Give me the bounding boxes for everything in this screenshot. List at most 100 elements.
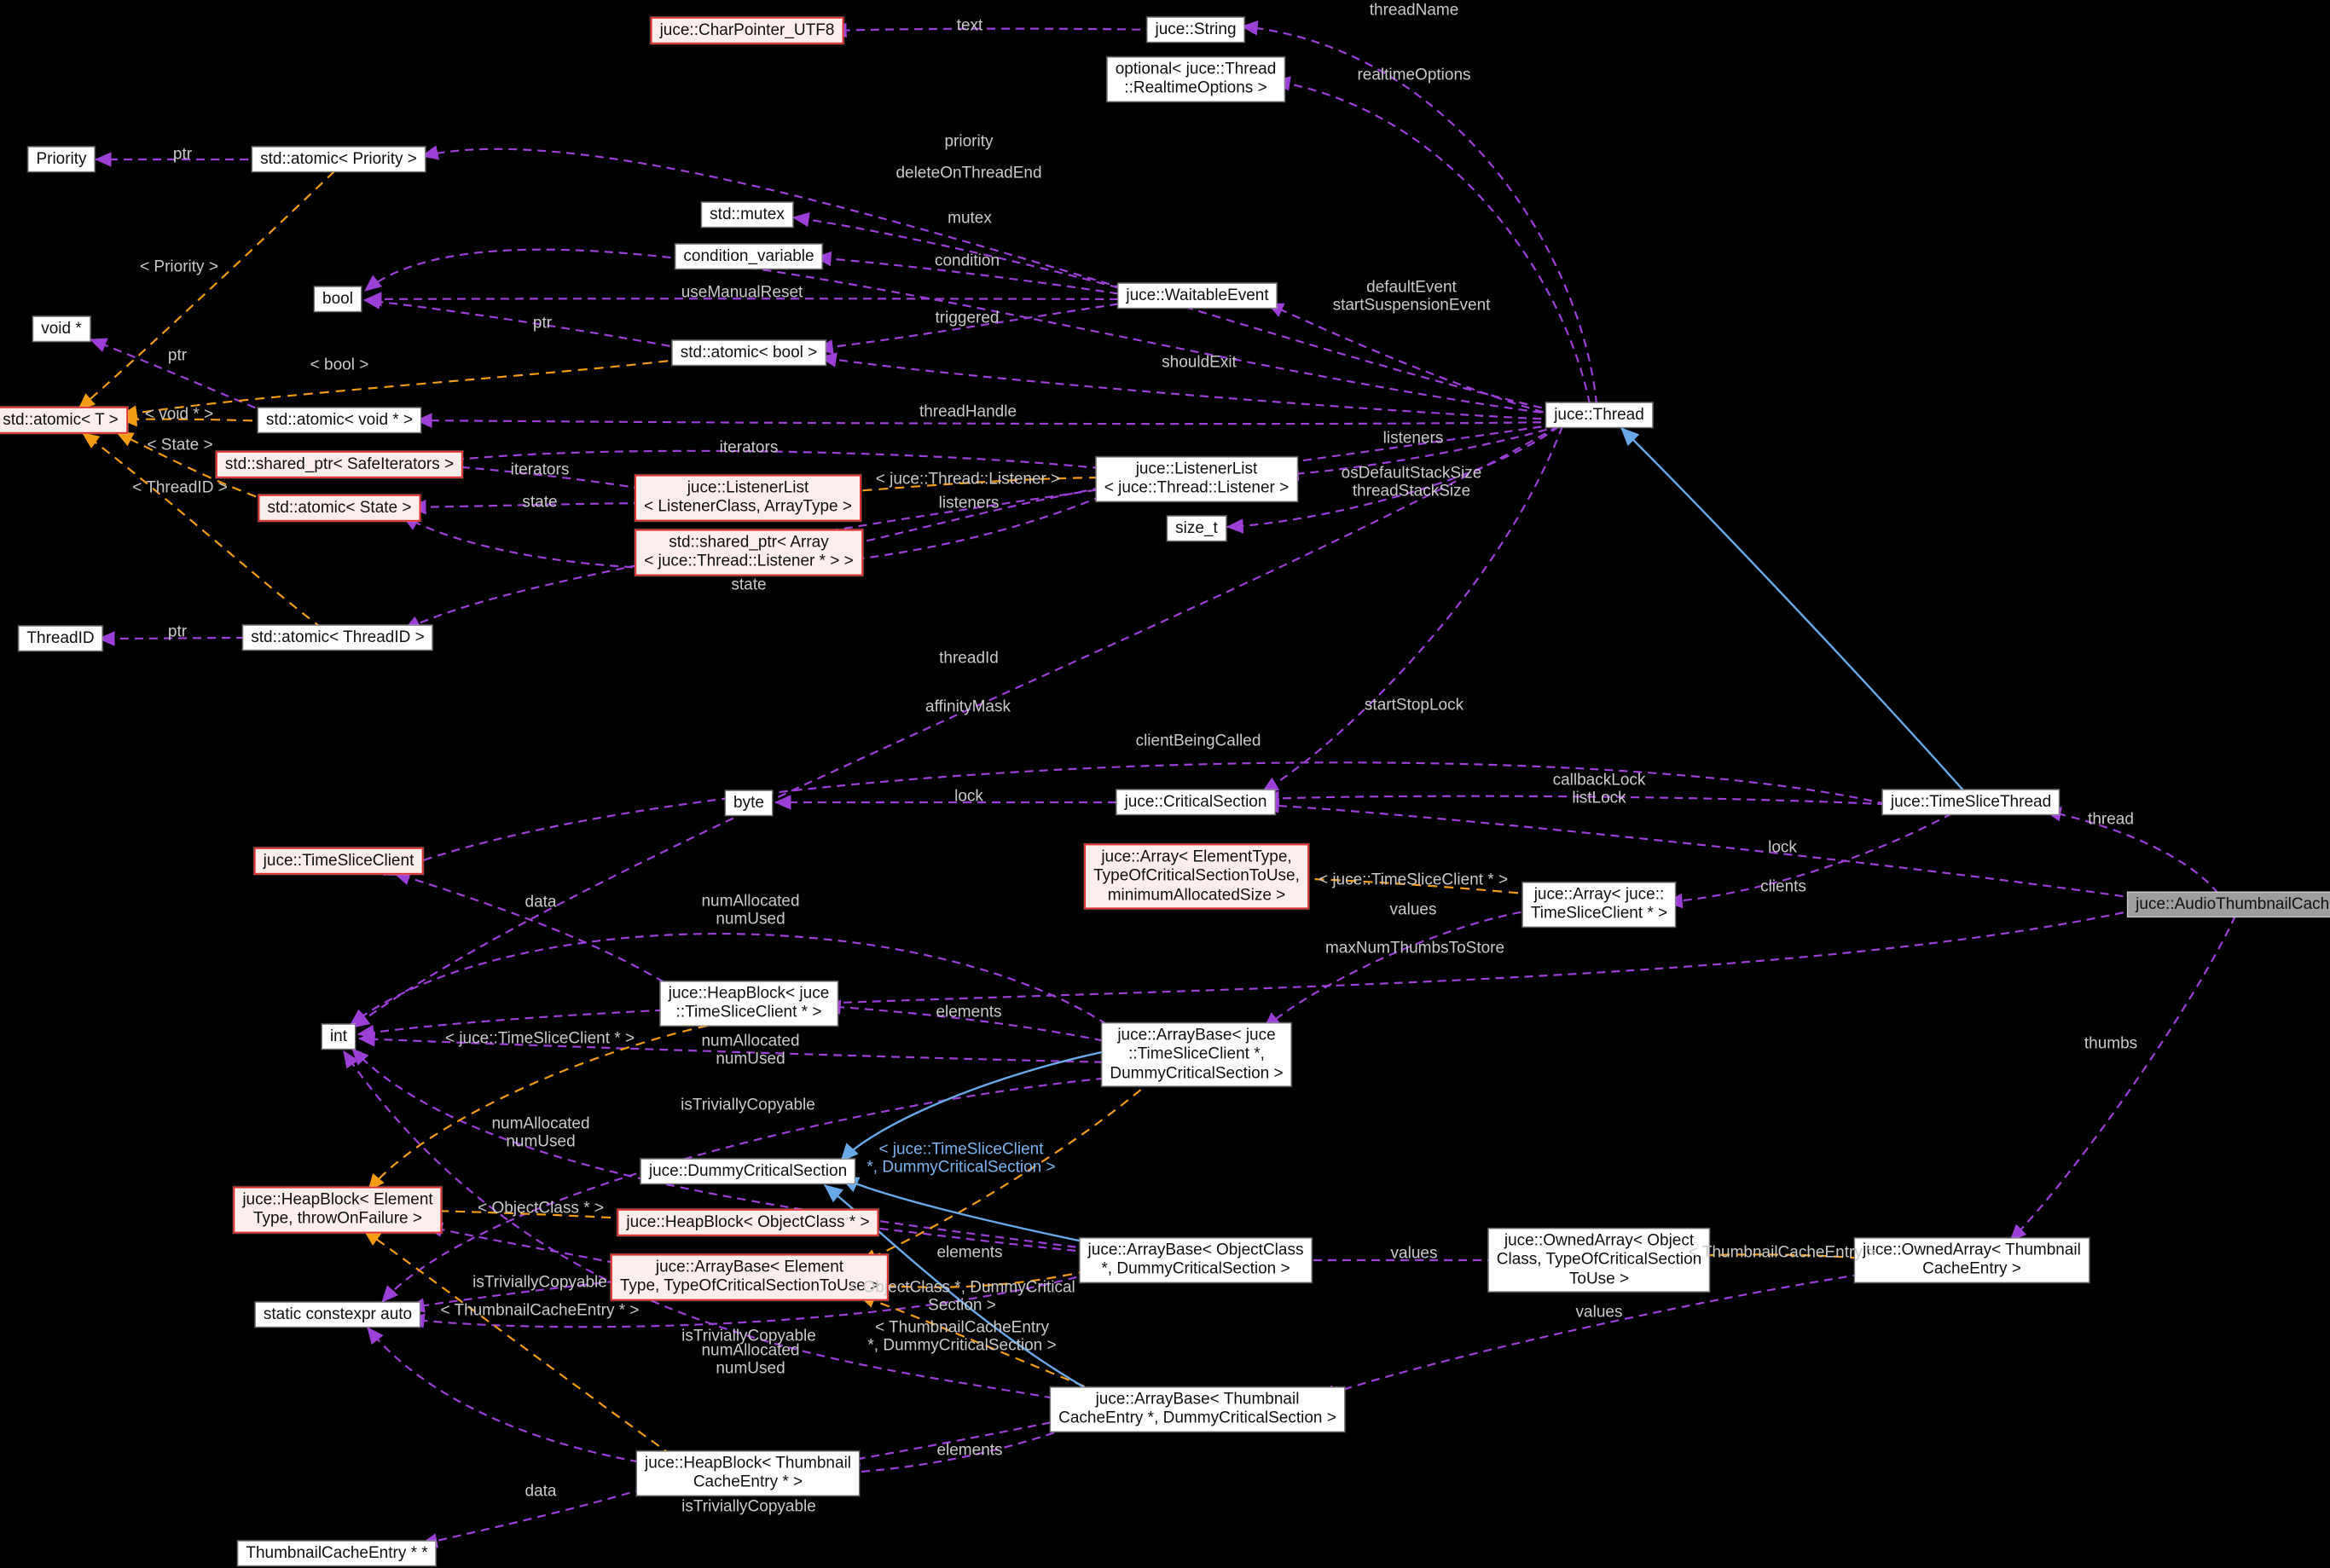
edge-label: ptr: [167, 622, 188, 641]
class-node-atomic-t[interactable]: std::atomic< T >: [0, 406, 128, 435]
class-node-atomic-bool[interactable]: std::atomic< bool >: [671, 339, 826, 367]
class-node-label: juce::String: [1155, 20, 1237, 38]
edge-label: state: [522, 493, 558, 512]
class-node-label: juce::Thread: [1554, 405, 1644, 424]
edge-label: isTriviallyCopyable: [681, 1327, 816, 1345]
edge-label: lock: [954, 787, 983, 806]
class-node-heapblock-timeslice-client[interactable]: juce::HeapBlock< juce::TimeSliceClient *…: [659, 981, 838, 1027]
class-node-label: TypeOfCriticalSectionToUse,: [1093, 866, 1300, 885]
class-node-array-template[interactable]: juce::Array< ElementType,TypeOfCriticalS…: [1084, 843, 1309, 910]
edge-label: elements: [936, 1243, 1003, 1262]
edge-label: threadName: [1369, 1, 1459, 20]
class-node-label: int: [329, 1027, 348, 1045]
class-node-condition-variable[interactable]: condition_variable: [675, 243, 823, 270]
class-node-string[interactable]: juce::String: [1146, 16, 1245, 43]
class-node-void-ptr[interactable]: void *: [32, 315, 90, 343]
class-node-byte[interactable]: byte: [725, 790, 773, 817]
class-node-label: TimeSliceClient * >: [1530, 905, 1668, 923]
class-node-listenerlist-thread-listener[interactable]: juce::ListenerList< juce::Thread::Listen…: [1095, 456, 1298, 502]
class-node-size-t[interactable]: size_t: [1167, 515, 1226, 542]
edge-label: < ObjectClass * >: [478, 1199, 604, 1218]
class-node-critical-section[interactable]: juce::CriticalSection: [1116, 789, 1276, 816]
edge-label: < juce::Thread::Listener >: [875, 470, 1061, 489]
class-node-waitable-event[interactable]: juce::WaitableEvent: [1117, 282, 1278, 310]
class-node-label: juce::Array< juce::: [1533, 885, 1665, 904]
class-node-label: juce::ListenerList: [1135, 460, 1258, 478]
class-node-label: std::atomic< State >: [267, 498, 412, 517]
class-node-dummy-critical-section[interactable]: juce::DummyCriticalSection: [640, 1158, 856, 1185]
class-node-atomic-void-ptr[interactable]: std::atomic< void * >: [257, 407, 422, 434]
edge-label: clients: [1760, 877, 1806, 896]
class-node-timeslice-thread[interactable]: juce::TimeSliceThread: [1881, 789, 2060, 816]
edge-label: ptr: [172, 145, 193, 164]
class-node-std-mutex[interactable]: std::mutex: [701, 201, 793, 229]
edge-label: mutex: [948, 209, 992, 228]
class-node-label: ToUse >: [1568, 1270, 1630, 1288]
edge-label: values: [1390, 1244, 1438, 1263]
edge-label: elements: [936, 1003, 1002, 1021]
class-node-label: juce::CriticalSection: [1124, 792, 1267, 811]
class-node-static-constexpr-auto[interactable]: static constexpr auto: [254, 1301, 421, 1328]
class-node-label: std::atomic< bool >: [680, 343, 818, 362]
class-node-label: juce::Array< ElementType,: [1101, 848, 1292, 866]
class-node-label: juce::ArrayBase< Element: [655, 1258, 844, 1276]
class-node-label: std::atomic< Priority >: [260, 149, 417, 168]
class-node-label: juce::DummyCriticalSection: [648, 1161, 848, 1180]
class-node-label: juce::ArrayBase< juce: [1117, 1026, 1276, 1044]
class-node-label: DummyCriticalSection >: [1110, 1064, 1284, 1083]
class-node-arraybase-objectclass[interactable]: juce::ArrayBase< ObjectClass*, DummyCrit…: [1079, 1237, 1313, 1283]
class-node-charpointer-utf8[interactable]: juce::CharPointer_UTF8: [650, 16, 844, 45]
class-node-heapblock-objectclass[interactable]: juce::HeapBlock< ObjectClass * >: [617, 1208, 879, 1237]
edge-label: < void * >: [144, 405, 214, 424]
edge-label: clientBeingCalled: [1135, 732, 1261, 750]
class-node-array-timeslice-client[interactable]: juce::Array< juce::TimeSliceClient * >: [1521, 882, 1677, 928]
class-node-shared-ptr-array-listener[interactable]: std::shared_ptr< Array< juce::Thread::Li…: [635, 529, 863, 576]
edge-label: triggered: [935, 309, 1000, 327]
class-node-shared-ptr-safeiterators[interactable]: std::shared_ptr< SafeIterators >: [215, 450, 464, 479]
edge-label: < bool >: [310, 356, 369, 374]
class-node-atomic-threadid[interactable]: std::atomic< ThreadID >: [242, 624, 433, 651]
class-node-label: CacheEntry *, DummyCriticalSection >: [1058, 1409, 1336, 1427]
class-node-int[interactable]: int: [321, 1023, 356, 1050]
class-node-audio-thumbnail-cache[interactable]: juce::AudioThumbnailCache: [2127, 891, 2330, 918]
edge-label: isTriviallyCopyable: [472, 1273, 607, 1292]
edge-label: isTriviallyCopyable: [681, 1096, 815, 1114]
class-node-label: void *: [41, 319, 82, 338]
edge-label: priority: [944, 132, 994, 151]
class-node-listenerlist-template[interactable]: juce::ListenerList< ListenerClass, Array…: [635, 474, 861, 522]
edge-label: values: [1575, 1303, 1623, 1322]
class-node-thread[interactable]: juce::Thread: [1545, 402, 1653, 429]
class-node-label: juce::AudioThumbnailCache: [2136, 894, 2330, 913]
class-node-atomic-priority[interactable]: std::atomic< Priority >: [252, 146, 426, 173]
class-node-atomic-state[interactable]: std::atomic< State >: [258, 494, 421, 523]
edge-label: < Priority >: [140, 257, 218, 276]
edge-label: state: [731, 576, 767, 594]
class-node-timeslice-client[interactable]: juce::TimeSliceClient: [253, 847, 424, 876]
class-node-threadid[interactable]: ThreadID: [18, 625, 103, 652]
class-node-label: Priority: [36, 149, 87, 168]
class-node-optional-realtime-options[interactable]: optional< juce::Thread::RealtimeOptions …: [1106, 56, 1285, 102]
edge-label: maxNumThumbsToStore: [1324, 939, 1505, 958]
edge-label: listeners: [938, 494, 1000, 512]
edge-label: < ThumbnailCacheEntry >: [1688, 1243, 1877, 1262]
edge-label: startStopLock: [1364, 696, 1464, 715]
class-node-priority[interactable]: Priority: [27, 146, 96, 173]
class-node-arraybase-timeslice-client[interactable]: juce::ArrayBase< juce::TimeSliceClient *…: [1101, 1022, 1292, 1087]
edge-label: < State >: [147, 436, 213, 454]
class-node-bool[interactable]: bool: [314, 286, 362, 313]
edge-label: thumbs: [2084, 1034, 2138, 1053]
class-node-label: juce::HeapBlock< ObjectClass * >: [626, 1212, 870, 1231]
class-node-thumbnailcacheentry-pp[interactable]: ThumbnailCacheEntry * *: [237, 1540, 437, 1567]
class-node-label: juce::WaitableEvent: [1126, 286, 1269, 304]
